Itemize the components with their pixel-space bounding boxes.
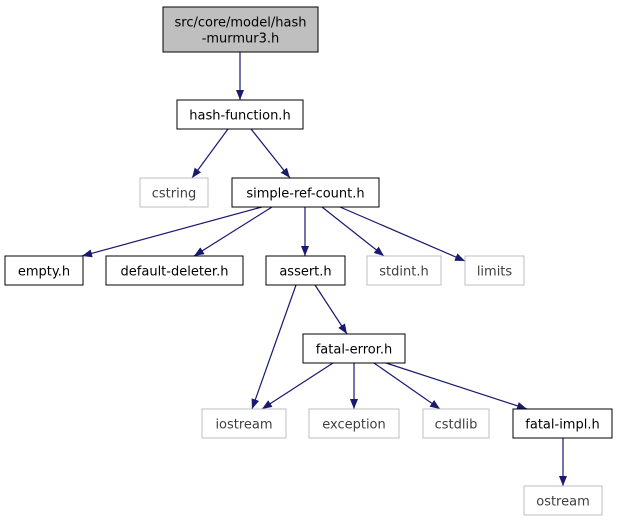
node-cstring: cstring: [139, 177, 209, 208]
node-box-empty: [4, 255, 84, 286]
node-hash-function[interactable]: hash-function.h: [176, 99, 304, 130]
node-label-simple-ref-count: simple-ref-count.h: [246, 187, 364, 202]
node-label-root-line-2: -murmur3.h: [202, 32, 280, 47]
edge-hash-function-to-simple-ref-count: [250, 128, 291, 179]
edge-simple-ref-count-to-limits: [339, 206, 466, 262]
node-box-limits: [464, 255, 525, 286]
edge-fatal-error-to-iostream: [261, 362, 334, 410]
edge-fatal-error-to-cstdlib: [373, 362, 441, 410]
node-label-cstdlib: cstdlib: [435, 418, 478, 433]
node-box-exception: [308, 408, 400, 439]
node-iostream: iostream: [201, 408, 287, 439]
node-fatal-impl[interactable]: fatal-impl.h: [512, 408, 613, 439]
node-fatal-error[interactable]: fatal-error.h: [302, 333, 406, 364]
node-assert[interactable]: assert.h: [265, 255, 346, 286]
nodes-layer: src/core/model/hash-murmur3.h hash-functi…: [4, 6, 613, 516]
node-label-fatal-error: fatal-error.h: [316, 343, 393, 358]
node-box-iostream: [201, 408, 287, 439]
node-box-cstring: [139, 177, 209, 208]
node-label-empty: empty.h: [18, 265, 70, 280]
edge-simple-ref-count-to-empty: [81, 206, 263, 258]
node-box-fatal-impl: [512, 408, 613, 439]
node-label-root-line-1: src/core/model/hash: [175, 16, 307, 31]
node-label-iostream: iostream: [215, 418, 272, 433]
node-label-cstring: cstring: [152, 187, 196, 202]
node-label-limits: limits: [477, 265, 513, 280]
node-box-default-deleter: [105, 255, 244, 286]
node-box-stdint: [366, 255, 442, 286]
node-cstdlib: cstdlib: [422, 408, 490, 439]
node-root[interactable]: src/core/model/hash-murmur3.h: [162, 6, 319, 53]
node-box-assert: [265, 255, 346, 286]
edge-simple-ref-count-to-stdint: [321, 206, 385, 257]
node-label-ostream: ostream: [536, 495, 590, 510]
node-box-ostream: [523, 485, 603, 516]
node-simple-ref-count[interactable]: simple-ref-count.h: [231, 177, 380, 208]
node-default-deleter[interactable]: default-deleter.h: [105, 255, 244, 286]
node-box-fatal-error: [302, 333, 406, 364]
node-ostream: ostream: [523, 485, 603, 516]
edge-assert-to-fatal-error: [314, 284, 348, 335]
node-label-assert: assert.h: [279, 265, 331, 280]
node-label-exception: exception: [322, 418, 386, 433]
node-empty[interactable]: empty.h: [4, 255, 84, 286]
node-label-hash-function: hash-function.h: [189, 109, 290, 124]
edge-assert-to-iostream: [251, 284, 297, 410]
edge-simple-ref-count-to-default-deleter: [193, 206, 273, 257]
node-box-hash-function: [176, 99, 304, 130]
node-limits: limits: [464, 255, 525, 286]
node-box-root: [162, 6, 319, 53]
edge-hash-function-to-cstring: [191, 128, 229, 179]
node-box-simple-ref-count: [231, 177, 380, 208]
node-label-stdint: stdint.h: [379, 265, 428, 280]
node-stdint: stdint.h: [366, 255, 442, 286]
edge-fatal-error-to-fatal-impl: [385, 362, 528, 410]
edges-layer: [81, 52, 567, 486]
node-box-cstdlib: [422, 408, 490, 439]
node-label-fatal-impl: fatal-impl.h: [525, 418, 599, 433]
node-label-default-deleter: default-deleter.h: [121, 265, 229, 280]
node-exception: exception: [308, 408, 400, 439]
